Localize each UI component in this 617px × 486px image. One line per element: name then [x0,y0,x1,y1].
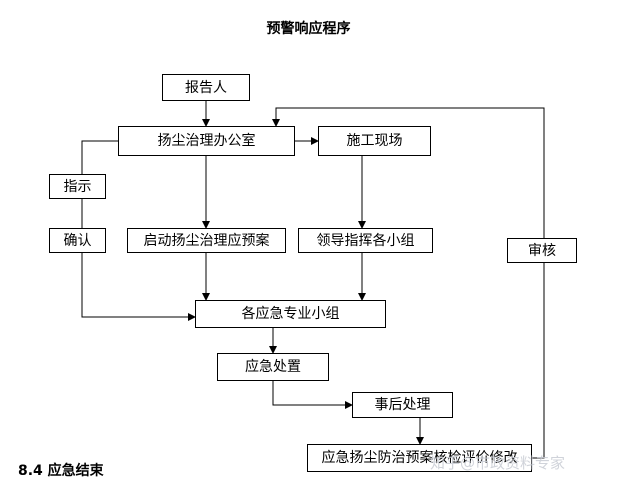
watermark: 知乎@市政资料专家 [430,454,566,472]
node-start-plan: 启动扬尘治理应预案 [127,228,286,253]
section-heading: 8.4 应急结束 [18,463,104,479]
node-reporter: 报告人 [162,74,250,101]
page-title: 预警响应程序 [266,21,351,37]
arrow-review-to-office [272,107,545,238]
node-construction-site: 施工现场 [318,126,431,156]
node-plan-evaluation: 应急扬尘防治预案核检评价修改 [307,444,532,472]
node-dust-office: 扬尘治理办公室 [118,126,295,156]
node-specialist-groups: 各应急专业小组 [195,300,386,328]
node-confirm: 确认 [49,228,106,253]
arrow-confirm-to-groups [81,253,196,321]
node-emergency-response: 应急处置 [217,353,329,381]
node-review: 审核 [507,238,577,263]
node-instruct: 指示 [49,174,106,199]
node-aftermath: 事后处理 [352,392,453,418]
arrow-response-to-aftermath [272,381,353,409]
line-plan-eval-to-review [532,263,545,459]
line-office-to-instruct [81,140,118,174]
node-lead-groups: 领导指挥各小组 [298,228,433,253]
